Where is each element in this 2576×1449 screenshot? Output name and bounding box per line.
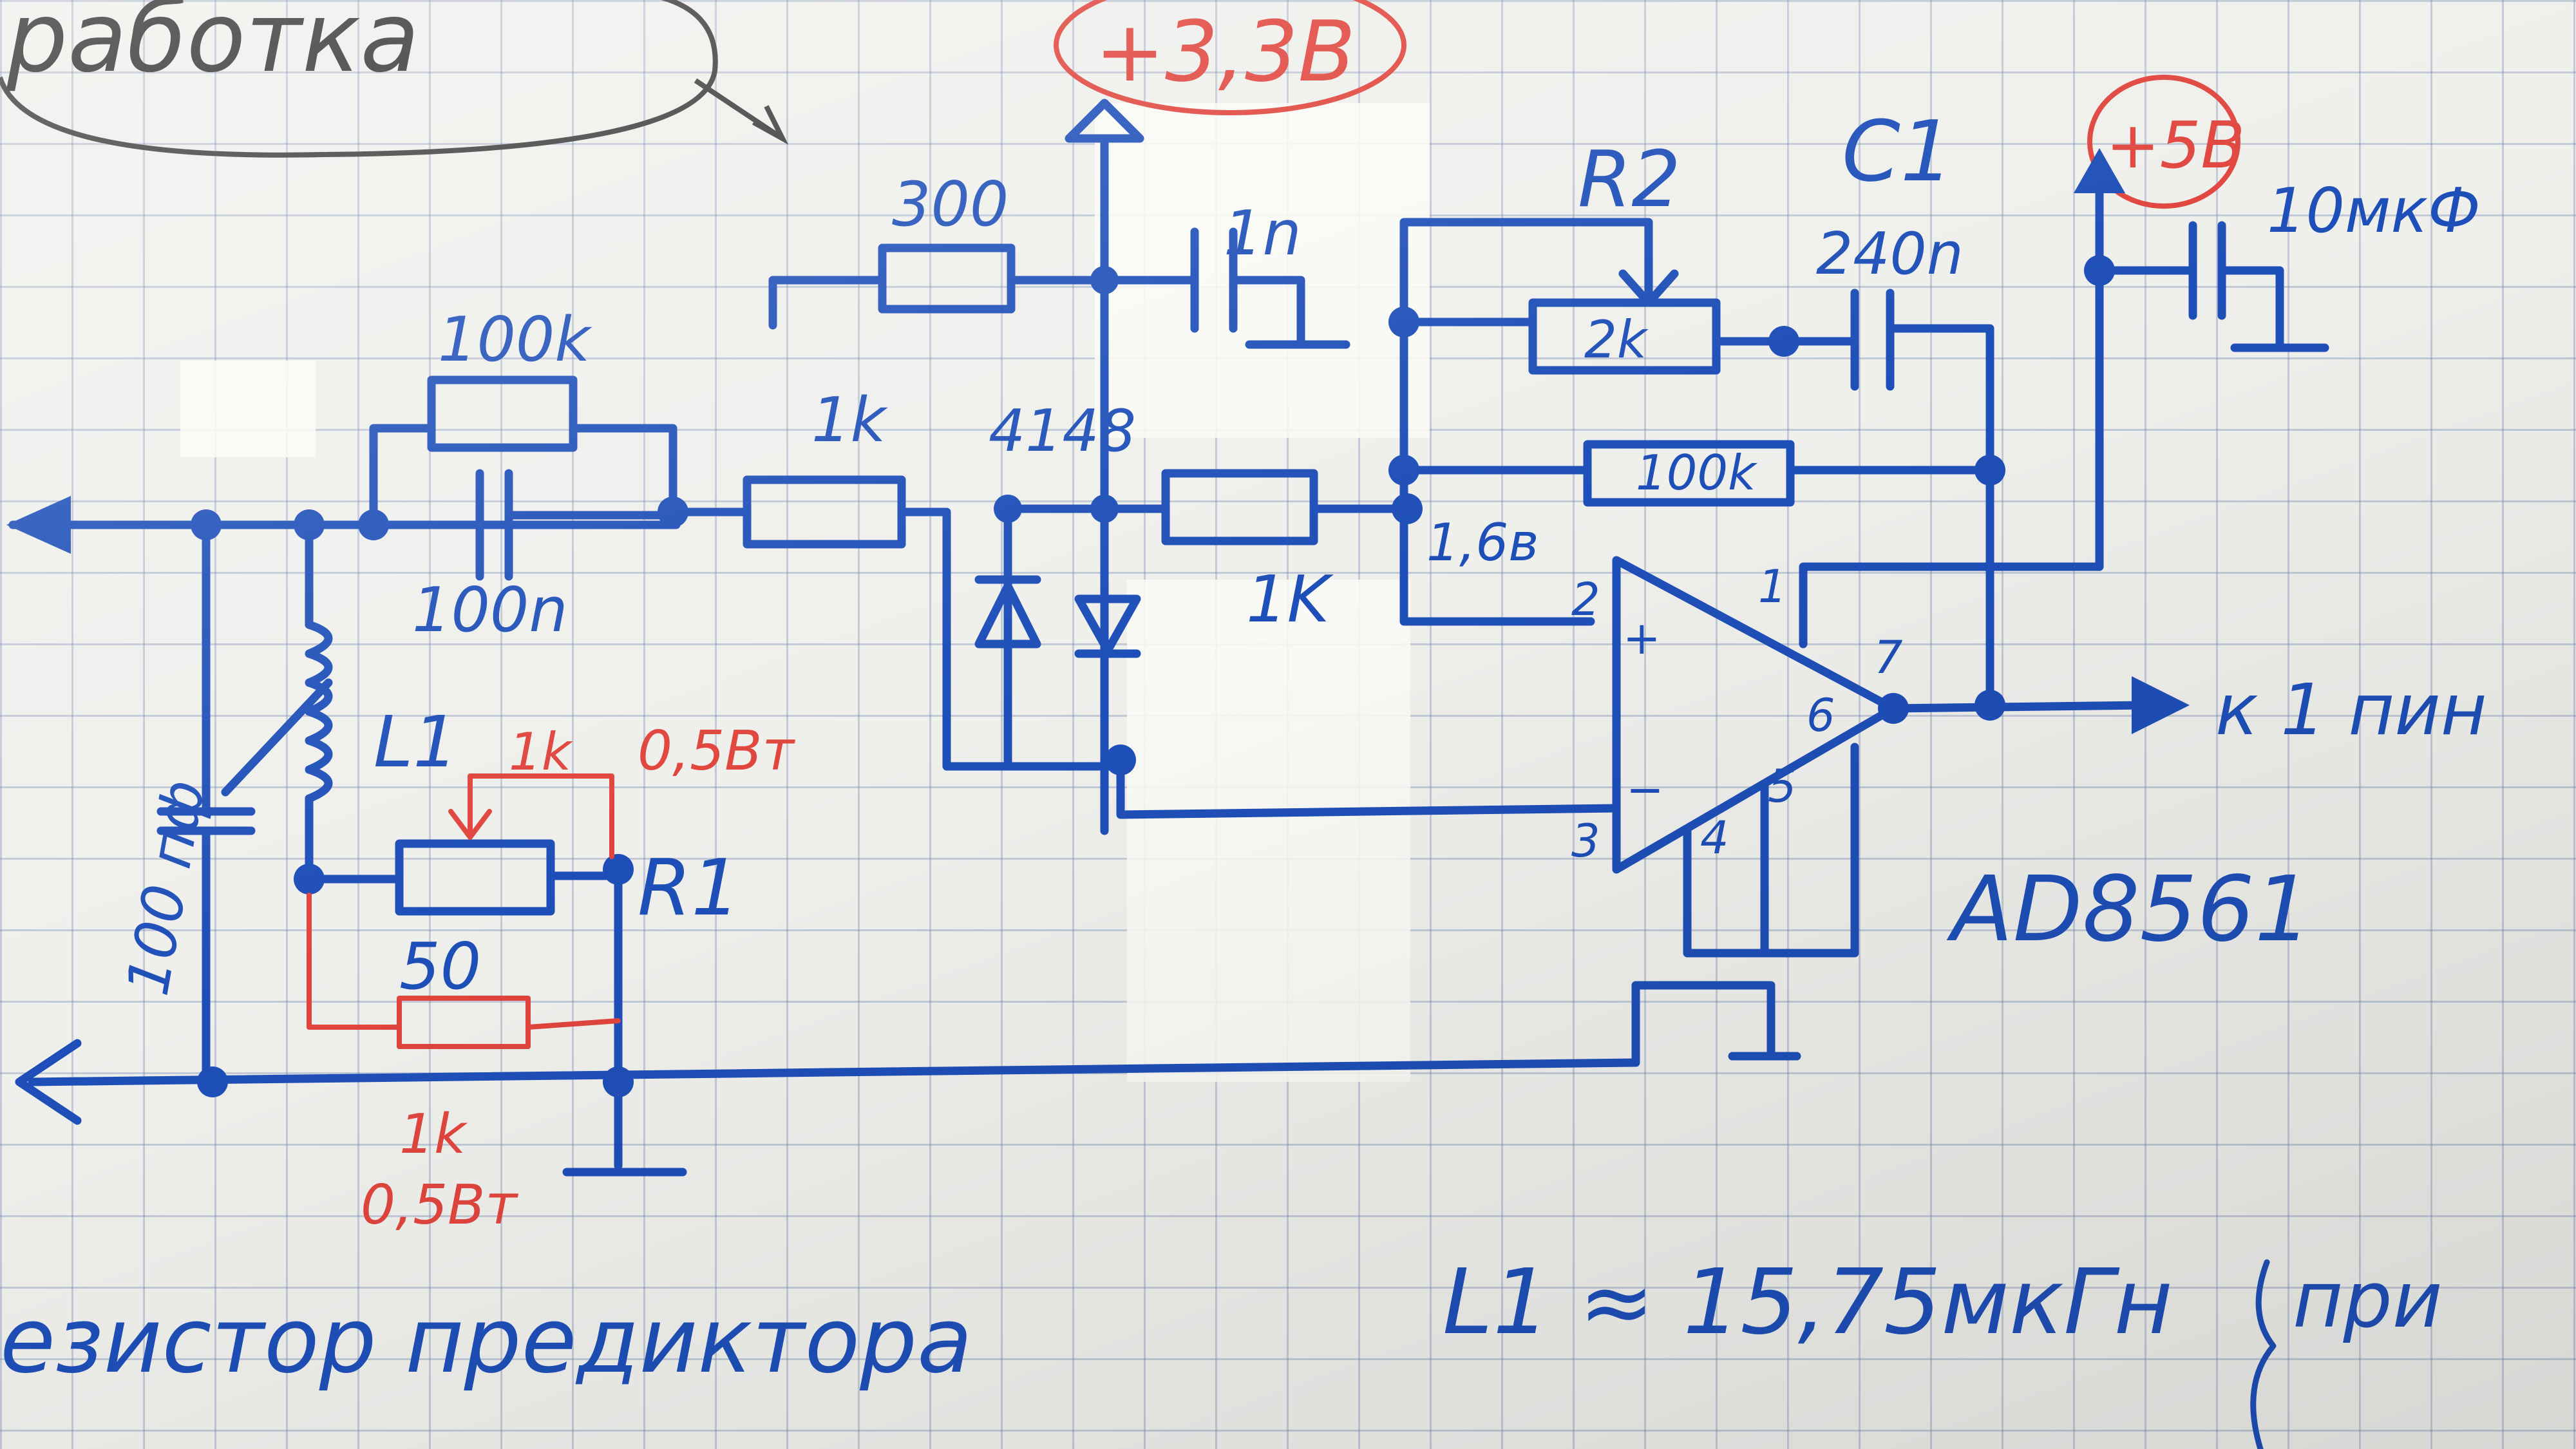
resistor-1k-bottom-power: 0,5Вт xyxy=(361,1173,518,1237)
opamp-plus: + xyxy=(1623,612,1661,665)
pin-5: 5 xyxy=(1768,760,1797,813)
footer-left-text: езистор предиктора xyxy=(0,1289,972,1394)
tape-patch-left xyxy=(180,361,316,457)
r1-designator: R1 xyxy=(638,844,741,933)
tape-patch-top xyxy=(1095,103,1430,438)
capacitor-10u-label: 10мкФ xyxy=(2267,176,2481,247)
input-line xyxy=(6,496,688,554)
footer-note: при xyxy=(2293,1256,2443,1345)
pin-4: 4 xyxy=(1700,811,1729,864)
header-text: работка xyxy=(6,0,419,94)
c1-designator: C1 xyxy=(1842,102,1953,200)
header-note: работка xyxy=(0,0,789,158)
pin-1: 1 xyxy=(1758,560,1787,613)
bias-voltage-label: 1,6в xyxy=(1426,513,1539,573)
resistor-300: 300 xyxy=(768,169,1109,330)
supply-3v3-label: +3,3В xyxy=(1095,3,1356,100)
resistor-r1-value: 1k xyxy=(509,722,573,782)
pin-2: 2 xyxy=(1571,573,1600,626)
opamp-minus: − xyxy=(1626,763,1664,816)
opamp-ad8561: + − 2 3 1 7 6 5 4 AD8561 xyxy=(1571,163,2312,1067)
pin-3: 3 xyxy=(1571,815,1600,867)
opamp-part-label: AD8561 xyxy=(1946,857,2312,962)
footer-notes: езистор предиктора L1 ≈ 15,75мкГн при xyxy=(0,1250,2443,1449)
supply-5v-label: +5В xyxy=(2106,108,2245,183)
r2-designator: R2 xyxy=(1578,135,1681,225)
feedback-network: 2k R2 C1 240n 100k 1,6в xyxy=(1388,102,2005,713)
pin-6: 6 xyxy=(1806,689,1835,742)
supply-5v: +5В 10мкФ xyxy=(2074,75,2481,352)
diode-pair: 4148 xyxy=(974,266,1621,819)
capacitor-c1-label: 240n xyxy=(1816,220,1964,288)
resistor-1k-series: 1k xyxy=(668,385,1125,771)
capacitor-1n: 1n xyxy=(1100,198,1350,349)
ground-line: 1k 0,5Вт xyxy=(15,1039,1640,1237)
resistor-1k-series-label: 1k xyxy=(811,385,888,456)
resistor-1k-pin2: 1K xyxy=(1100,469,1412,637)
resistor-100k-input: 100k xyxy=(369,305,677,529)
resistor-1k-bottom-label: 1k xyxy=(399,1103,468,1166)
l1-label: L1 xyxy=(374,701,458,783)
resistor-100k-feedback-label: 100k xyxy=(1636,444,1757,501)
resistor-1k-pin2-label: 1K xyxy=(1246,562,1334,637)
output-line: к 1 пин xyxy=(1878,668,2487,751)
supply-3v3: +3,3В xyxy=(1054,0,1406,835)
footer-formula: L1 ≈ 15,75мкГн xyxy=(1443,1250,2173,1355)
pin-7: 7 xyxy=(1874,631,1903,684)
capacitor-1n-label: 1n xyxy=(1224,198,1302,269)
resistor-50-label: 50 xyxy=(399,929,481,1004)
resistor-r1-power: 0,5Вт xyxy=(638,719,795,783)
resistor-300-label: 300 xyxy=(892,169,1009,240)
capacitor-100n-label: 100n xyxy=(412,575,568,646)
resistor-100k-input-label: 100k xyxy=(438,305,592,375)
diode-label: 4148 xyxy=(989,397,1136,465)
output-label: к 1 пин xyxy=(2215,668,2487,751)
capacitor-100n: 100n xyxy=(369,469,677,646)
resistor-r2-label: 2k xyxy=(1584,310,1649,370)
tape-patch-center xyxy=(1127,580,1410,1082)
